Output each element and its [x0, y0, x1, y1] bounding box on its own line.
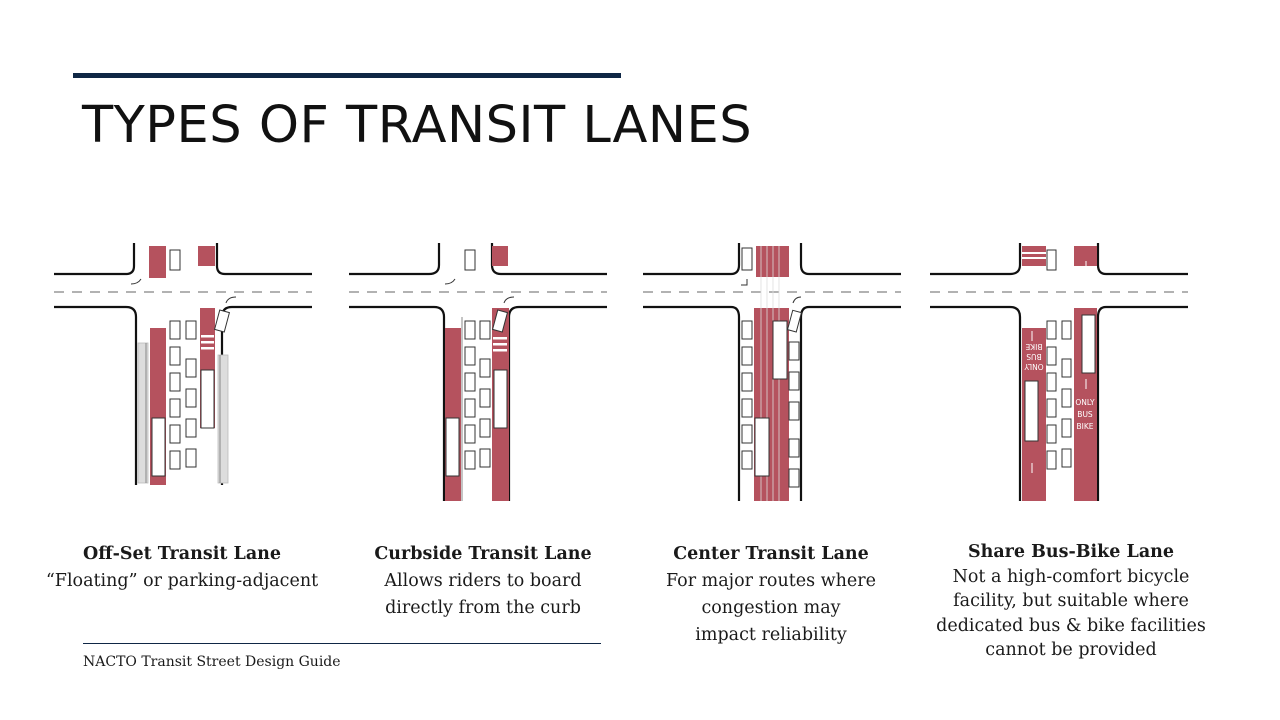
lane-marking-only-right: ONLY [1075, 398, 1095, 407]
caption-center-transit-lane: Center Transit Lane For major routes whe… [631, 541, 911, 649]
diagram-curbside-transit-lane [349, 243, 607, 501]
caption-heading: Center Transit Lane [673, 544, 869, 564]
caption-curbside-transit-lane: Curbside Transit Lane Allows riders to b… [343, 541, 623, 622]
caption-share-bus-bike-lane: Share Bus-Bike Lane Not a high-comfort b… [921, 540, 1221, 663]
diagram-offset-transit-lane [54, 243, 312, 485]
caption-line: facility, but suitable where [953, 591, 1189, 611]
caption-offset-transit-lane: Off-Set Transit Lane “Floating” or parki… [42, 541, 322, 595]
lane-marking-bike-left: BIKE [1025, 342, 1042, 351]
lane-marking-bike-right: BIKE [1076, 422, 1093, 431]
source-citation: NACTO Transit Street Design Guide [83, 654, 341, 670]
lane-marking-bus-left: BUS [1026, 352, 1042, 361]
caption-line: impact reliability [695, 625, 847, 645]
caption-heading: Off-Set Transit Lane [82, 544, 282, 564]
lane-marking-bus-right: BUS [1077, 410, 1093, 419]
caption-line: dedicated bus & bike facilities [936, 615, 1206, 636]
caption-heading: Share Bus-Bike Lane [967, 542, 1175, 562]
caption-line: directly from the curb [385, 598, 581, 618]
caption-heading: Curbside Transit Lane [374, 544, 592, 564]
caption-line: Allows riders to board [384, 571, 582, 591]
diagram-center-transit-lane [643, 243, 901, 501]
title-accent-rule [73, 73, 621, 78]
caption-line: Not a high-comfort bicycle [952, 566, 1190, 587]
diagram-share-bus-bike-lane: ONLY BUS BIKE ONLY BUS BIKE [930, 243, 1188, 501]
caption-line: cannot be provided [985, 640, 1157, 660]
slide-title: TYPES OF TRANSIT LANES [82, 96, 753, 155]
lane-marking-only-left: ONLY [1024, 362, 1044, 371]
caption-line: “Floating” or parking-adjacent [45, 571, 319, 591]
footer-rule [83, 643, 601, 644]
caption-line: For major routes where [666, 571, 876, 591]
caption-line: congestion may [701, 598, 841, 618]
